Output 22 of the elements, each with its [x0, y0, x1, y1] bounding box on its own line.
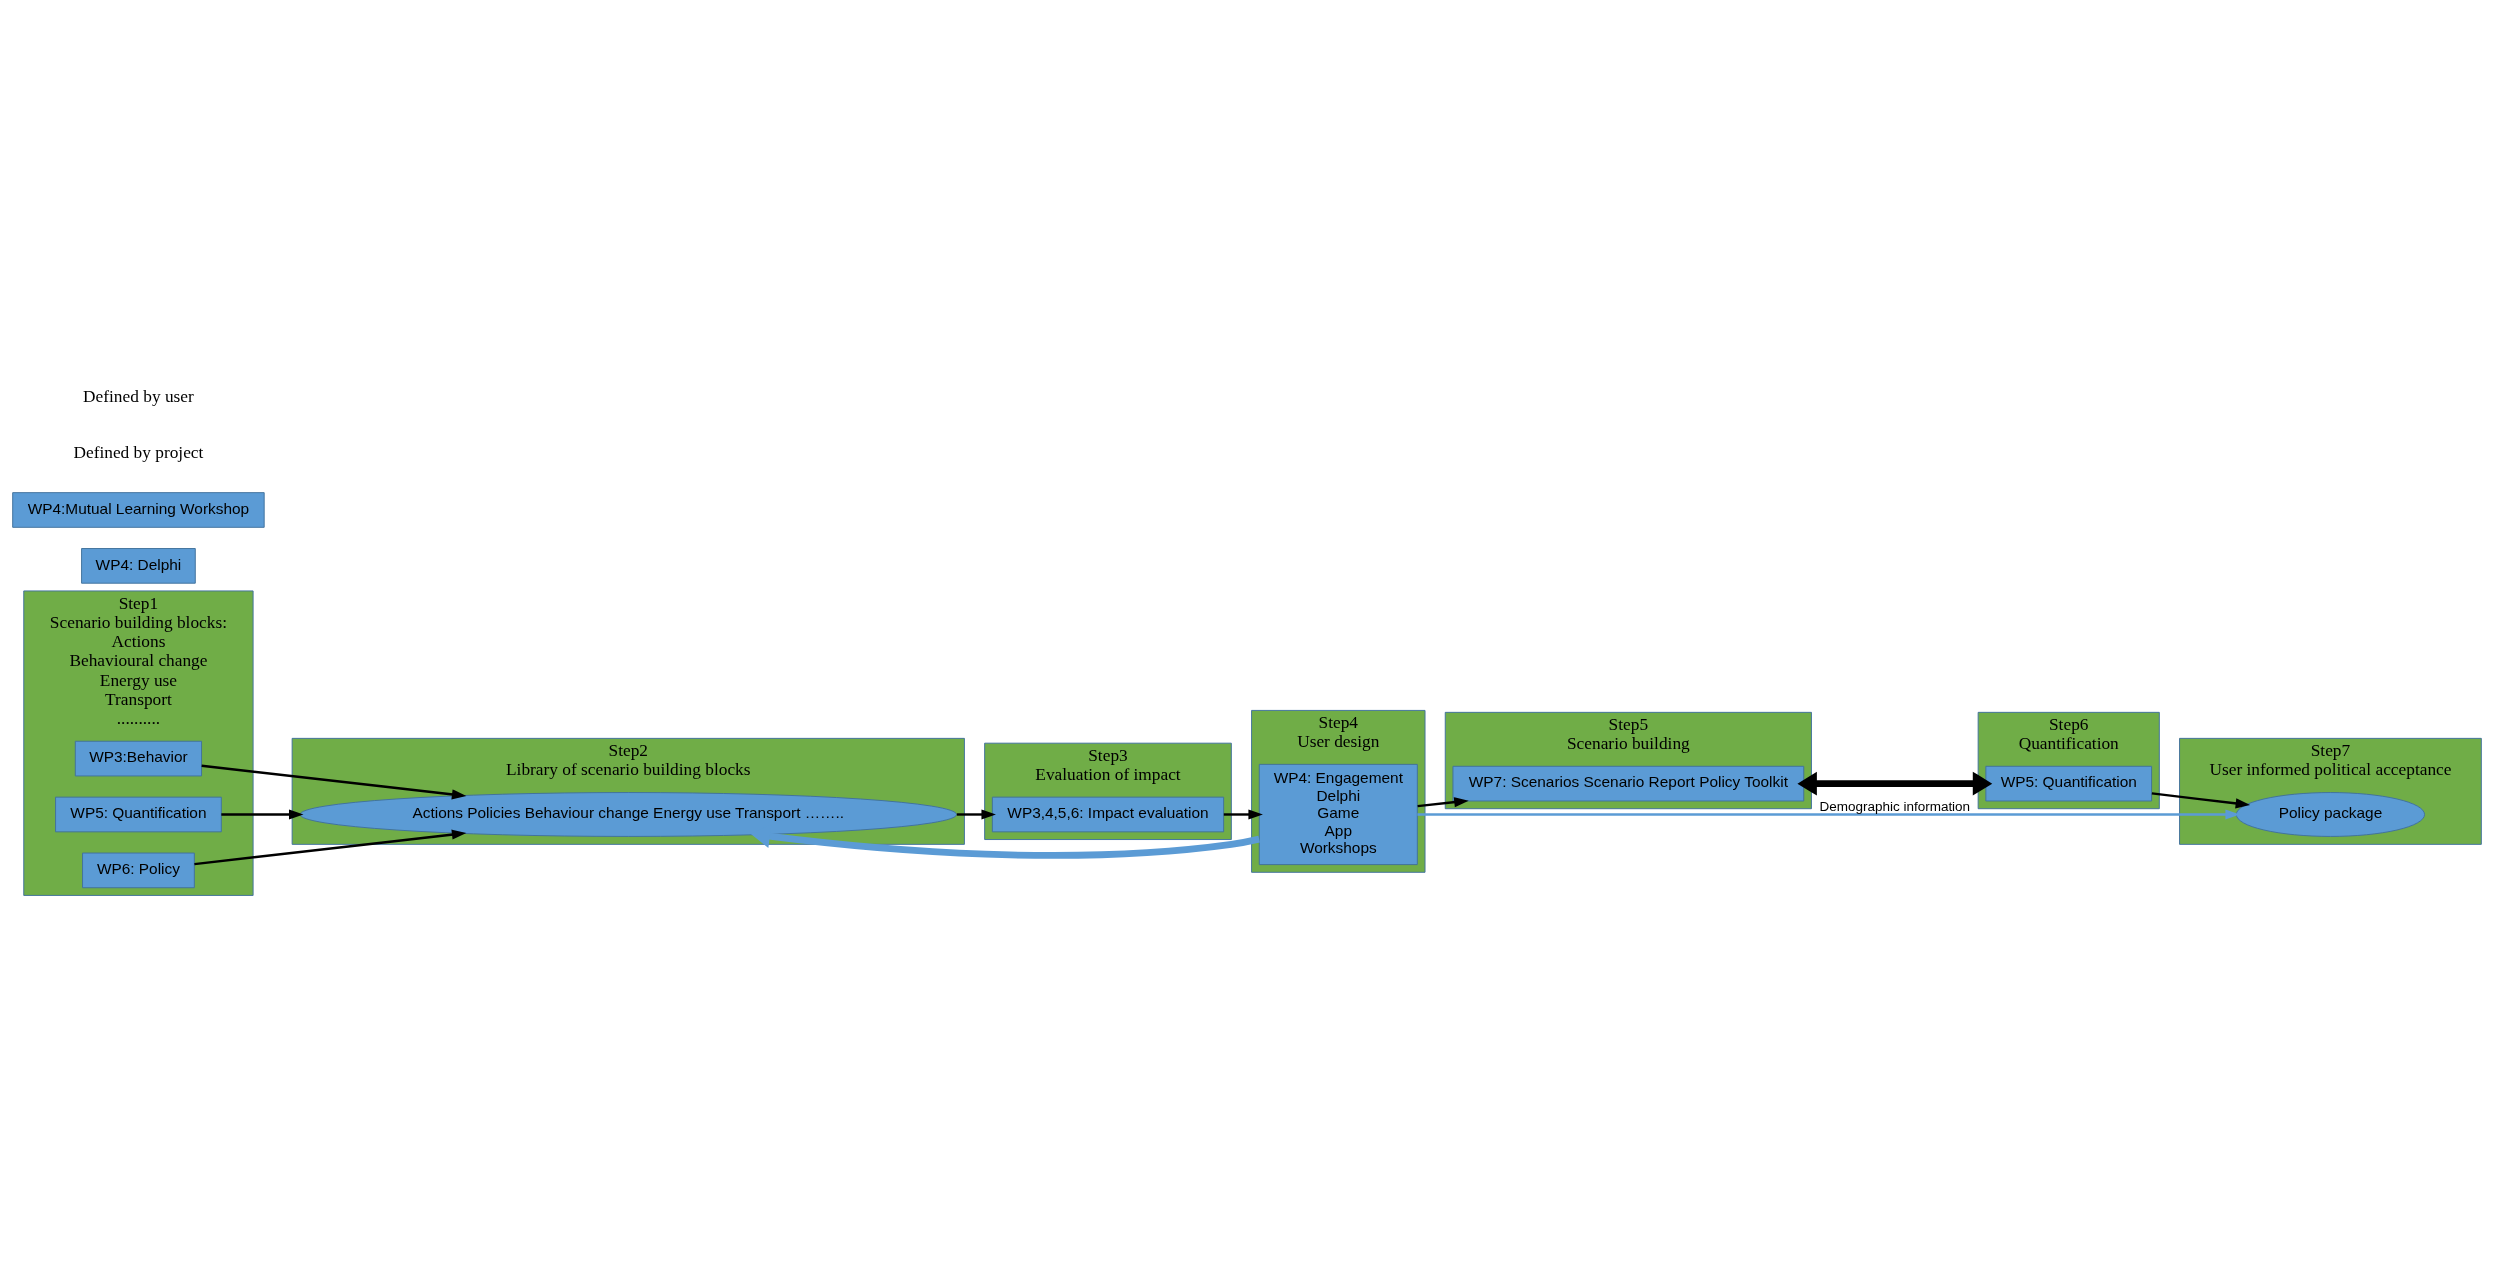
node-box: WP3,4,5,6: Impact evaluation [991, 796, 1225, 833]
edge-label: Demographic information [1819, 798, 1971, 814]
node-box: WP5: Quantification [55, 796, 222, 833]
arrow [1797, 771, 1993, 796]
node-ellipse: Actions Policies Behaviour change Energy use Transport …….. [299, 792, 957, 837]
arrow [194, 829, 467, 866]
arrow [201, 764, 467, 800]
node-box: WP7: Scenarios Scenario Report Policy Toolkit [1452, 765, 1805, 802]
arrow [1223, 809, 1263, 820]
node-box: WP3:Behavior [74, 740, 203, 777]
node-box: WP5: Quantification [1985, 765, 2153, 802]
node-box: WP6: Policy [82, 852, 195, 889]
node-box: WP4: Delphi [81, 548, 196, 584]
arrow [1417, 809, 2240, 820]
label: Defined by project [73, 443, 204, 463]
arrow [2151, 792, 2251, 809]
node-box: WP4: Engagement Delphi Game App Workshops [1258, 763, 1418, 866]
label: Defined by user [83, 387, 194, 407]
node-box: WP4:Mutual Learning Workshop [12, 492, 265, 528]
arrow [221, 809, 304, 820]
arrow [1417, 797, 1469, 808]
arrow [956, 809, 996, 820]
